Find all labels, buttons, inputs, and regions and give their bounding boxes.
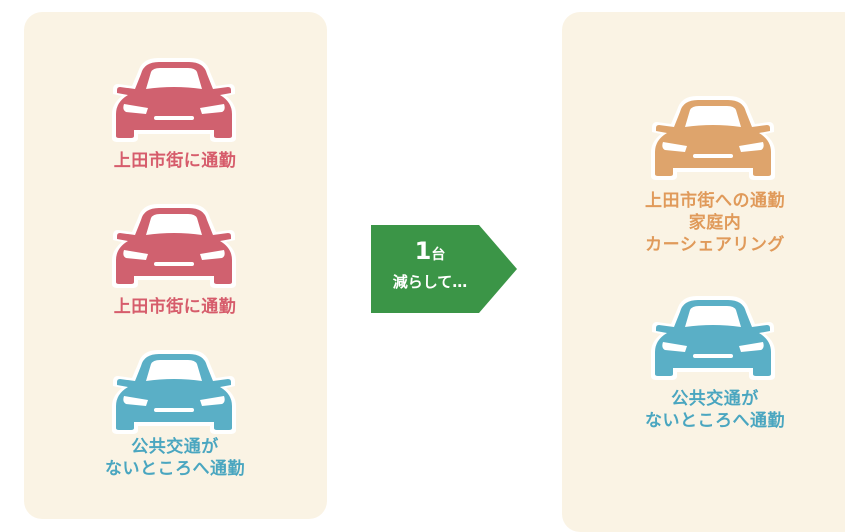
car-icon [647,290,779,382]
car-icon [647,90,779,182]
car-label: 上田市街に通勤 [113,151,237,171]
car-label: 公共交通が ないところへ通勤 [105,437,245,479]
arrow-shape [371,225,517,313]
car-icon [108,52,240,144]
reduce-arrow: 1台 減らして… [371,225,517,313]
car-label: 上田市街への通勤 家庭内 カーシェアリング [645,191,785,255]
arrow-count: 1台 [414,237,446,265]
car-icon [108,344,240,436]
car-label: 公共交通が ないところへ通勤 [645,389,785,431]
car-label: 上田市街に通勤 [113,297,237,317]
arrow-caption: 減らして… [392,273,468,291]
car-icon [108,198,240,290]
